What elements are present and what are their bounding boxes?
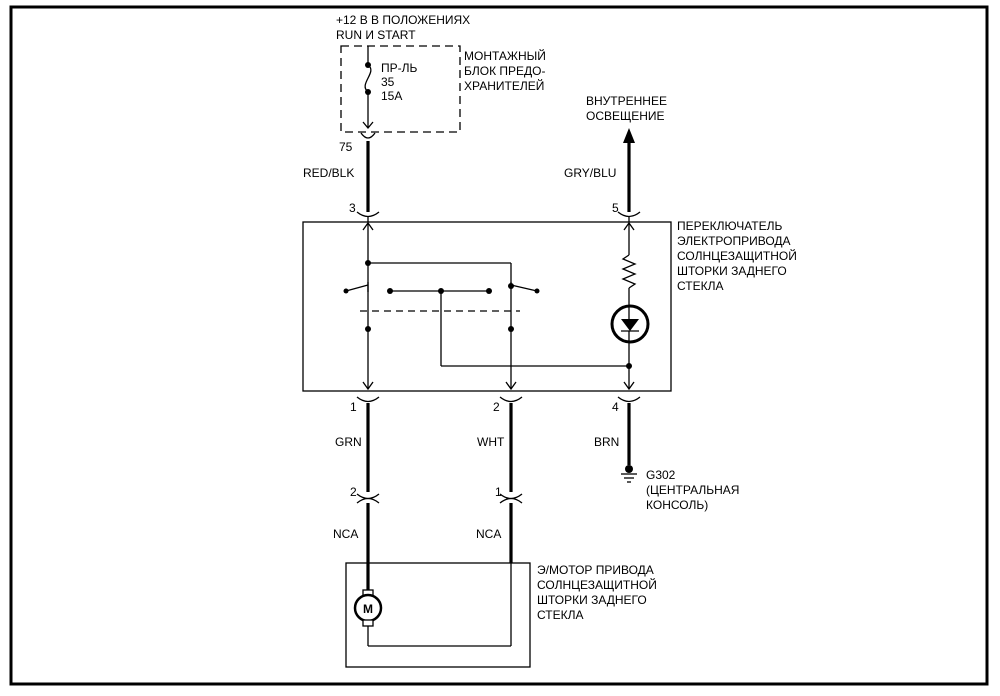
wire-gry-blu-label: GRY/BLU bbox=[564, 166, 616, 180]
switch-internal-circuit bbox=[343, 221, 650, 391]
fuse-block-box bbox=[340, 45, 461, 133]
pin-4-label: 4 bbox=[612, 400, 619, 414]
fuse-35-symbol bbox=[362, 46, 374, 130]
interior-light-label-line1: ВНУТРЕННЕЕ bbox=[586, 94, 667, 108]
wire-nca-left-label: NCA bbox=[333, 527, 358, 541]
connector-switch-2 bbox=[499, 396, 523, 403]
pin-1-label: 1 bbox=[350, 400, 357, 414]
ground-label-line1: (ЦЕНТРАЛЬНАЯ bbox=[646, 483, 739, 497]
connector-switch-4 bbox=[617, 396, 641, 403]
motor-label-line3: ШТОРКИ ЗАДНЕГО bbox=[537, 593, 647, 607]
power-label-line2: RUN И START bbox=[336, 28, 416, 42]
fuse-name: ПР-ЛЬ bbox=[381, 61, 418, 75]
switch-label-line1: ПЕРЕКЛЮЧАТЕЛЬ bbox=[677, 219, 783, 233]
fuse-block-label-line1: МОНТАЖНЫЙ bbox=[464, 48, 546, 63]
fuse-block-label-line3: ХРАНИТЕЛЕЙ bbox=[464, 78, 544, 93]
connector-motor-2 bbox=[356, 493, 380, 504]
connector-75 bbox=[360, 132, 376, 139]
arrow-up-interior-light bbox=[623, 128, 635, 143]
pin-motor-2-label: 2 bbox=[350, 485, 357, 499]
fuse-block-label-line2: БЛОК ПРЕДО- bbox=[464, 64, 546, 78]
power-label-line1: +12 В В ПОЛОЖЕНИЯХ bbox=[336, 13, 470, 27]
switch-label-line5: СТЕКЛА bbox=[677, 279, 723, 293]
outer-frame bbox=[9, 5, 989, 686]
pin-5-label: 5 bbox=[612, 201, 619, 215]
wire-wht-label: WHT bbox=[477, 435, 505, 449]
motor-label-line4: СТЕКЛА bbox=[537, 608, 583, 622]
motor-symbol bbox=[353, 563, 512, 647]
wire-red-blk-label: RED/BLK bbox=[303, 166, 354, 180]
pin-75-label: 75 bbox=[339, 140, 353, 154]
motor-label-line1: Э/МОТОР ПРИВОДА bbox=[537, 563, 654, 577]
motor-box bbox=[345, 562, 531, 668]
switch-label-line2: ЭЛЕКТРОПРИВОДА bbox=[677, 234, 791, 248]
pin-2-label: 2 bbox=[493, 400, 500, 414]
motor-symbol-letter: M bbox=[363, 602, 373, 616]
switch-label-line3: СОЛНЦЕЗАЩИТНОЙ bbox=[677, 248, 797, 263]
pin-motor-1-label: 1 bbox=[495, 485, 502, 499]
switch-box bbox=[302, 221, 672, 392]
interior-light-label-line2: ОСВЕЩЕНИЕ bbox=[586, 109, 665, 123]
wire-nca-right-label: NCA bbox=[476, 527, 501, 541]
connector-switch-1 bbox=[356, 396, 380, 403]
pin-3-label: 3 bbox=[349, 201, 356, 215]
ground-id: G302 bbox=[646, 468, 676, 482]
wire-brn-label: BRN bbox=[594, 435, 619, 449]
connector-motor-1 bbox=[499, 493, 523, 504]
fuse-number: 35 bbox=[381, 75, 395, 89]
wire-grn-label: GRN bbox=[335, 435, 362, 449]
fuse-rating: 15A bbox=[381, 89, 402, 103]
ground-label-line2: КОНСОЛЬ) bbox=[646, 498, 708, 512]
connector-switch-3 bbox=[356, 211, 380, 222]
connector-switch-5 bbox=[617, 211, 641, 222]
switch-label-line4: ШТОРКИ ЗАДНЕГО bbox=[677, 264, 787, 278]
motor-label-line2: СОЛНЦЕЗАЩИТНОЙ bbox=[537, 577, 657, 592]
ground-g302-symbol bbox=[621, 465, 637, 483]
